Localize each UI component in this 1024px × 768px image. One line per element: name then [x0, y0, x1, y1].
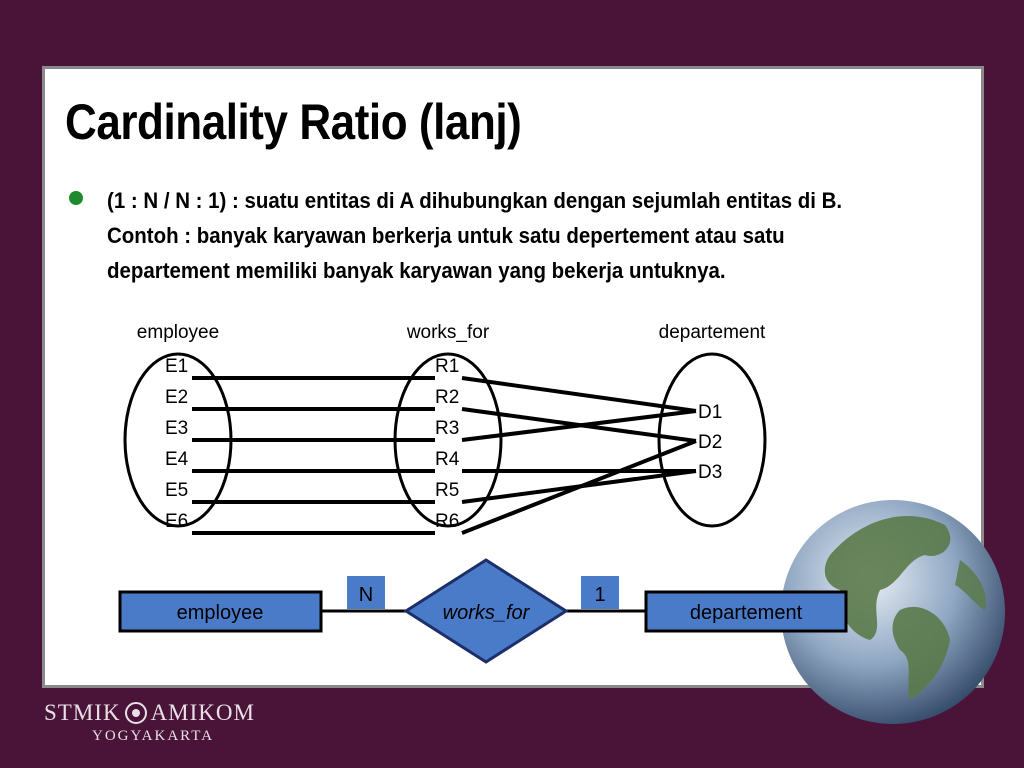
department-set-ellipse — [657, 352, 767, 528]
er-entity-departement: departement — [644, 590, 848, 633]
node-r6: R6 — [435, 511, 459, 532]
bullet-dot-icon — [69, 191, 83, 205]
logo-text-yogyakarta: YOGYAKARTA — [92, 728, 215, 744]
link-r1-d1 — [461, 376, 697, 413]
bullet-line-3: departement memiliki banyak karyawan yan… — [107, 258, 726, 283]
node-e2: E2 — [165, 387, 188, 408]
node-e4: E4 — [165, 449, 189, 470]
node-r4: R4 — [435, 449, 460, 470]
er-entity-employee-label: employee — [177, 602, 264, 624]
node-r2: R2 — [435, 387, 459, 408]
er-cardinality-1: 1 — [581, 576, 619, 609]
node-r1: R1 — [435, 356, 459, 377]
node-r5: R5 — [435, 480, 459, 501]
set-label-employee: employee — [137, 322, 219, 343]
er-cardinality-n: N — [347, 576, 385, 609]
seal-icon — [124, 702, 147, 724]
node-d1: D1 — [698, 402, 722, 423]
link-r6-d2 — [461, 439, 697, 535]
bullet-line-1: (1 : N / N : 1) : suatu entitas di A dih… — [107, 188, 843, 213]
node-d3: D3 — [698, 462, 722, 483]
slide-title: Cardinality Ratio (lanj) — [65, 94, 522, 150]
set-label-works-for: works_for — [406, 322, 490, 343]
link-r3-d1 — [461, 409, 697, 442]
er-entity-employee: employee — [118, 590, 323, 633]
er-relationship-works-for: works_for — [403, 558, 569, 664]
bullet-line-2: Contoh : banyak karyawan berkerja untuk … — [107, 223, 785, 248]
bullet-text: (1 : N / N : 1) : suatu entitas di A dih… — [107, 183, 944, 288]
er-relationship-label: works_for — [443, 602, 531, 624]
set-label-departement: departement — [659, 322, 766, 343]
node-e5: E5 — [165, 480, 188, 501]
globe-icon — [781, 500, 1005, 724]
er-cardinality-n-label: N — [359, 584, 373, 606]
stmik-amikom-logo: STMIK AMIKOM YOGYAKARTA — [44, 700, 255, 745]
logo-text-stmik: STMIK — [44, 700, 121, 725]
node-e6: E6 — [165, 511, 188, 532]
node-d2: D2 — [698, 432, 722, 453]
er-cardinality-1-label: 1 — [594, 584, 605, 606]
er-entity-departement-label: departement — [690, 602, 803, 624]
node-e1: E1 — [165, 356, 188, 377]
node-e3: E3 — [165, 418, 188, 439]
node-r3: R3 — [435, 418, 459, 439]
logo-text-amikom: AMIKOM — [150, 700, 255, 725]
